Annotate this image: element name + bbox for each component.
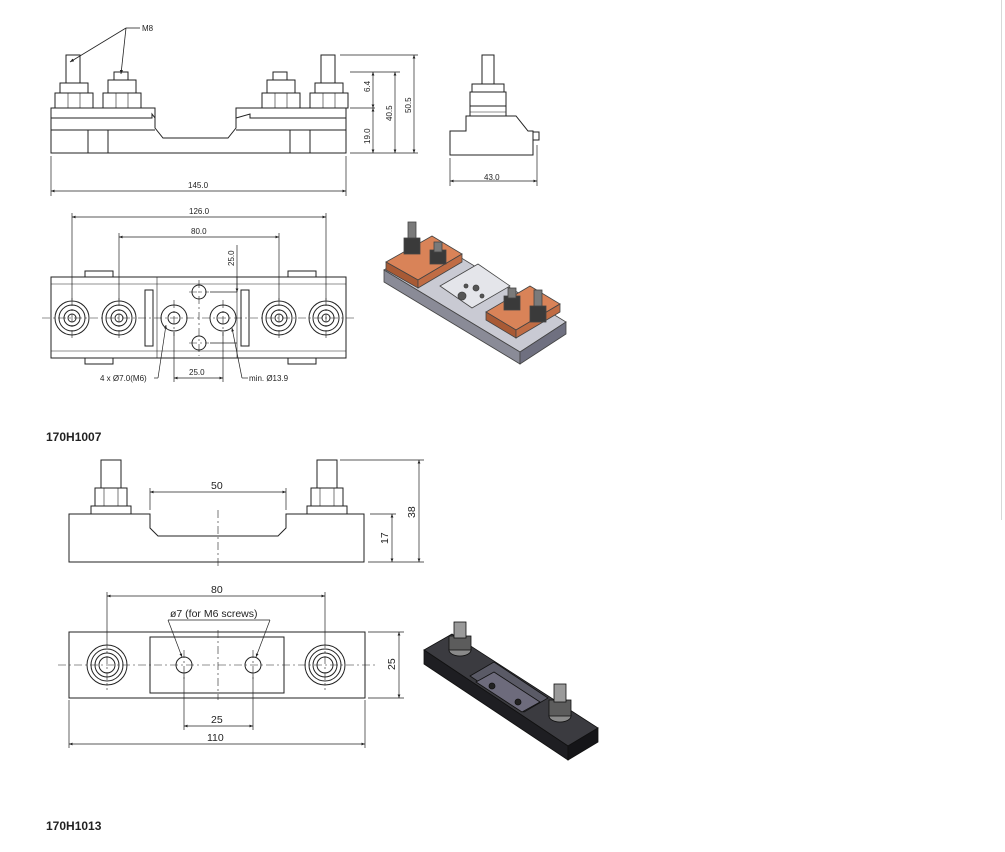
h1007-base-height: 19.0	[363, 128, 372, 144]
h1007-min-diameter-note: min. Ø13.9	[249, 374, 289, 383]
h1007-mount-spacing: 80.0	[191, 227, 207, 236]
h1007-thread-label: M8	[142, 24, 154, 33]
h1007-side-view	[449, 54, 540, 156]
h1013-top-view	[68, 631, 366, 699]
h1007-total-height: 50.5	[404, 97, 413, 113]
h1007-terminal-spacing: 126.0	[189, 207, 210, 216]
h1007-hole-pitch-vertical: 25.0	[227, 250, 236, 266]
h1013-top-centerlines	[58, 630, 376, 700]
part-number-170h1013: 170H1013	[46, 819, 102, 833]
h1007-thread-leader	[69, 27, 140, 75]
h1007-side-dimensions	[449, 145, 538, 186]
h1013-width: 25	[386, 658, 398, 670]
h1013-hole-note: ø7 (for M6 screws)	[170, 608, 258, 620]
h1007-body-height: 40.5	[385, 105, 394, 121]
h1007-front-dimensions	[50, 54, 418, 196]
h1007-hole-pitch-horizontal: 25.0	[189, 368, 205, 377]
h1013-base-height: 17	[379, 532, 391, 544]
h1013-total-height: 38	[406, 506, 418, 518]
h1013-isometric-render	[423, 621, 599, 761]
h1007-front-view	[50, 54, 349, 154]
h1013-hole-pitch: 25	[211, 714, 223, 726]
h1013-front-view	[68, 459, 365, 563]
h1007-overall-length: 145.0	[188, 181, 209, 190]
h1013-mount-spacing: 80	[211, 584, 223, 596]
h1007-depth: 43.0	[484, 173, 500, 182]
h1007-top-centerlines	[42, 280, 356, 356]
h1013-top-dimensions	[68, 592, 404, 748]
h1007-stud-height: 6.4	[363, 80, 372, 92]
h1013-overall-length: 110	[207, 732, 224, 744]
part-number-170h1007: 170H1007	[46, 430, 102, 444]
h1007-top-view	[50, 270, 347, 365]
h1013-front-dimensions	[149, 459, 424, 563]
h1007-hole-note: 4 x Ø7.0(M6)	[100, 374, 147, 383]
h1007-isometric-render	[383, 221, 567, 365]
page-edge-divider	[1001, 0, 1002, 520]
h1013-slot-width: 50	[211, 480, 223, 492]
h1007-top-dimensions	[71, 213, 327, 382]
